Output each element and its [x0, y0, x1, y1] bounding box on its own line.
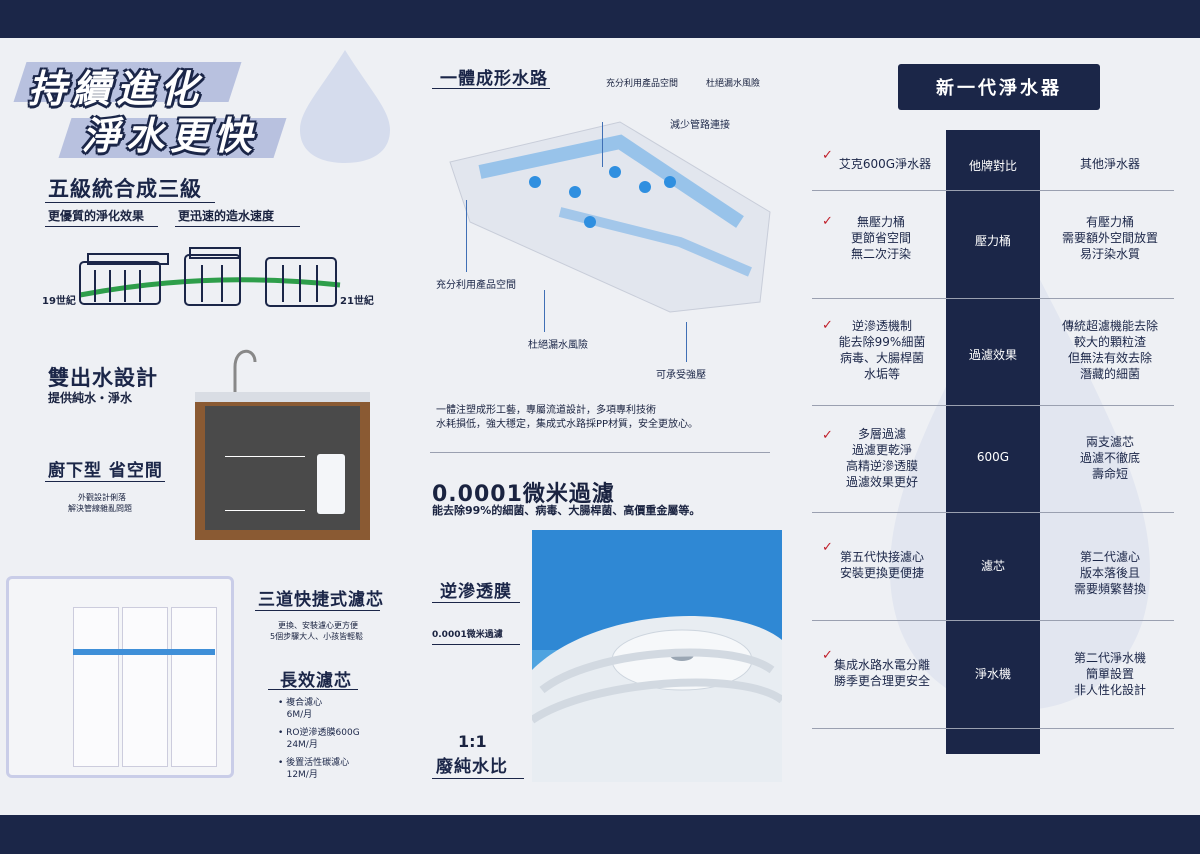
callout-leak: 杜絕漏水風險: [528, 340, 588, 351]
micro-sub: 能去除99%的細菌、病毒、大腸桿菌、高價重金屬等。: [432, 504, 701, 517]
head-right: 其他淨水器: [1079, 157, 1140, 171]
row2-mid: 過濾效果: [968, 348, 1017, 362]
waterway-desc: 一體注塑成形工藝，專屬流道設計，多項專利技術 水耗損低，強大穩定，集成式水路採P…: [436, 404, 698, 432]
row1-left: 無壓力桶更節省空間無二次汙染: [850, 215, 911, 261]
waterway-module-image: [449, 121, 771, 313]
under-desc2: 解決管線雜亂問題: [68, 504, 132, 513]
ratio-number: 1:1: [458, 732, 487, 751]
waterway-note1: 充分利用產品空間: [606, 79, 679, 89]
row4-right: 第二代濾心版本落後且需要頻繁替換: [1073, 550, 1146, 596]
filter-life-item: • 複合濾心 6M/月: [278, 698, 323, 720]
row1-mid: 壓力桶: [974, 234, 1011, 248]
long-life-title: 長效濾芯: [280, 671, 352, 691]
filter-stages-diagram: [79, 247, 341, 307]
filter-life-item: • 後置活性碳濾心 12M/月: [278, 758, 350, 780]
row3-right: 兩支濾芯過濾不徹底壽命短: [1079, 435, 1140, 481]
headline-line2: 淨水更快: [82, 114, 259, 158]
row2-left: 逆滲透機制能去除99%細菌病毒、大腸桿菌水垢等: [838, 319, 926, 381]
water-drop-logo-icon: [300, 50, 390, 163]
filters-desc1: 更換、安裝濾心更方便: [278, 621, 358, 630]
stages-title: 五級統合成三級: [48, 177, 202, 201]
row4-left: 第五代快接濾心安裝更換更便捷: [839, 550, 924, 580]
waterway-title: 一體成形水路: [440, 69, 548, 89]
row4-mid: 濾芯: [980, 559, 1005, 573]
row5-left: 集成水路水電分離勝季更合理更安全: [833, 658, 930, 688]
check-icon: ✓: [822, 648, 833, 663]
dual-sub: 提供純水・淨水: [48, 391, 133, 405]
ratio-label: 廢純水比: [436, 757, 508, 777]
dual-title: 雙出水設計: [48, 366, 158, 390]
row3-mid: 600G: [976, 450, 1010, 464]
waterway-desc1: 一體注塑成形工藝，專屬流道設計，多項專利技術: [436, 405, 656, 416]
top-bar: [0, 0, 1200, 38]
filter-life-list: • 複合濾心 6M/月 • RO逆滲透膜600G 24M/月 • 後置活性碳濾心…: [278, 697, 360, 787]
head-mid: 他牌對比: [968, 159, 1017, 173]
label-21st: 21世紀: [340, 296, 374, 307]
check-icon: ✓: [822, 540, 833, 555]
ro-title: 逆滲透膜: [440, 582, 512, 602]
row3-left: 多層過濾過濾更乾淨高精逆滲透膜過濾效果更好: [845, 427, 918, 489]
label-19th: 19世紀: [42, 296, 76, 307]
ro-membrane-image: [532, 530, 782, 782]
row2-right: 傳統超濾機能去除較大的顆粒渣但無法有效去除潛藏的細菌: [1061, 319, 1158, 381]
check-icon: ✓: [822, 318, 833, 333]
bottom-bar: [0, 815, 1200, 854]
cabinet-image: [195, 392, 370, 540]
row5-right: 第二代淨水機簡單設置非人性化設計: [1073, 651, 1146, 697]
ro-sub: 0.0001微米過濾: [432, 630, 503, 640]
row5-mid: 淨水機: [974, 667, 1011, 681]
filters-desc2: 5個步驟大人、小孩皆輕鬆: [270, 632, 364, 641]
check-icon: ✓: [822, 214, 833, 229]
under-title: 廚下型 省空間: [48, 461, 163, 481]
compare-title: 新一代淨水器: [898, 64, 1100, 110]
compare-mid-column: [946, 130, 1040, 754]
row1-right: 有壓力桶需要額外空間放置易汙染水質: [1061, 215, 1158, 261]
filter-life-item: • RO逆滲透膜600G 24M/月: [278, 728, 360, 750]
head-left: 艾克600G淨水器: [838, 157, 932, 171]
callout-reduce: 減少管路連接: [670, 120, 730, 131]
waterway-note2: 杜絕漏水風險: [706, 79, 761, 89]
filters-title: 三道快捷式濾芯: [258, 590, 384, 610]
callout-pressure: 可承受強壓: [656, 370, 706, 381]
waterway-desc2: 水耗損低，強大穩定，集成式水路採PP材質，安全更放心。: [436, 419, 699, 430]
filter-unit-image: [6, 576, 234, 778]
micro-title: 0.0001微米過濾: [432, 482, 615, 507]
stages-sub1: 更優質的淨化效果: [48, 209, 145, 223]
stages-sub2: 更迅速的造水速度: [178, 209, 275, 223]
check-icon: ✓: [822, 148, 833, 163]
headline-line1: 持續進化: [28, 67, 205, 111]
under-desc1: 外觀設計俐落: [78, 493, 126, 502]
faucet-icon: [233, 349, 257, 392]
callout-space: 充分利用產品空間: [436, 280, 516, 291]
check-icon: ✓: [822, 428, 833, 443]
